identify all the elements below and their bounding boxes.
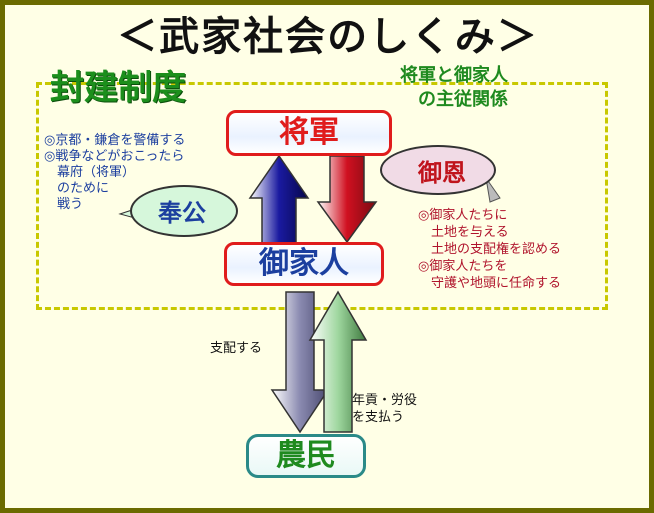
goon-pointer-icon — [485, 177, 501, 203]
goon-bubble — [380, 145, 496, 195]
hoko-description: ◎京都・鎌倉を警備する ◎戦争などがおこったら 幕府（将軍） のために 戦う — [44, 133, 185, 213]
nengu-line: を支払う — [352, 410, 405, 425]
goon-arrow — [316, 155, 378, 244]
goon-line: 守護や地頭に任命する — [418, 276, 562, 291]
hoko-line: 幕府（将軍） — [44, 165, 136, 180]
nengu-line: 年貢・労役 — [352, 393, 418, 408]
nengu-arrow — [308, 290, 368, 433]
goon-line: 土地の支配権を認める — [418, 242, 562, 257]
hoko-line: 戦う — [44, 197, 84, 212]
goon-description: ◎御家人たちに 土地を与える 土地の支配権を認める ◎御家人たちを 守護や地頭に… — [418, 207, 561, 292]
relation-title-line1: 将軍と御家人 — [400, 65, 508, 86]
hoko-arrow — [248, 154, 310, 245]
nengu-label: 年貢・労役 を支払う — [352, 392, 417, 426]
hoko-line: ◎戦争などがおこったら — [44, 149, 185, 164]
hoko-bubble — [130, 185, 238, 237]
shogun-node: 将軍 — [226, 110, 392, 156]
page-title: ＜武家社会のしくみ＞ — [117, 14, 539, 60]
goon-line: 土地を与える — [418, 225, 509, 240]
nomin-node: 農民 — [246, 434, 366, 478]
hoko-line: のために — [44, 181, 110, 196]
shihai-arrow — [270, 291, 330, 434]
goon-line: ◎御家人たちに — [418, 208, 508, 223]
relation-title-line2: の主従関係 — [418, 89, 508, 110]
feudal-system-boundary — [36, 82, 608, 310]
shihai-label: 支配する — [210, 341, 263, 356]
hoko-label: 奉公 — [158, 199, 206, 227]
section-title: 封建制度 — [50, 68, 186, 108]
gokenin-node: 御家人 — [224, 242, 384, 286]
goon-line: ◎御家人たちを — [418, 259, 508, 274]
hoko-line: ◎京都・鎌倉を警備する — [44, 133, 186, 148]
goon-label: 御恩 — [418, 159, 466, 187]
relation-title: 将軍と御家人 の主従関係 — [400, 64, 508, 112]
